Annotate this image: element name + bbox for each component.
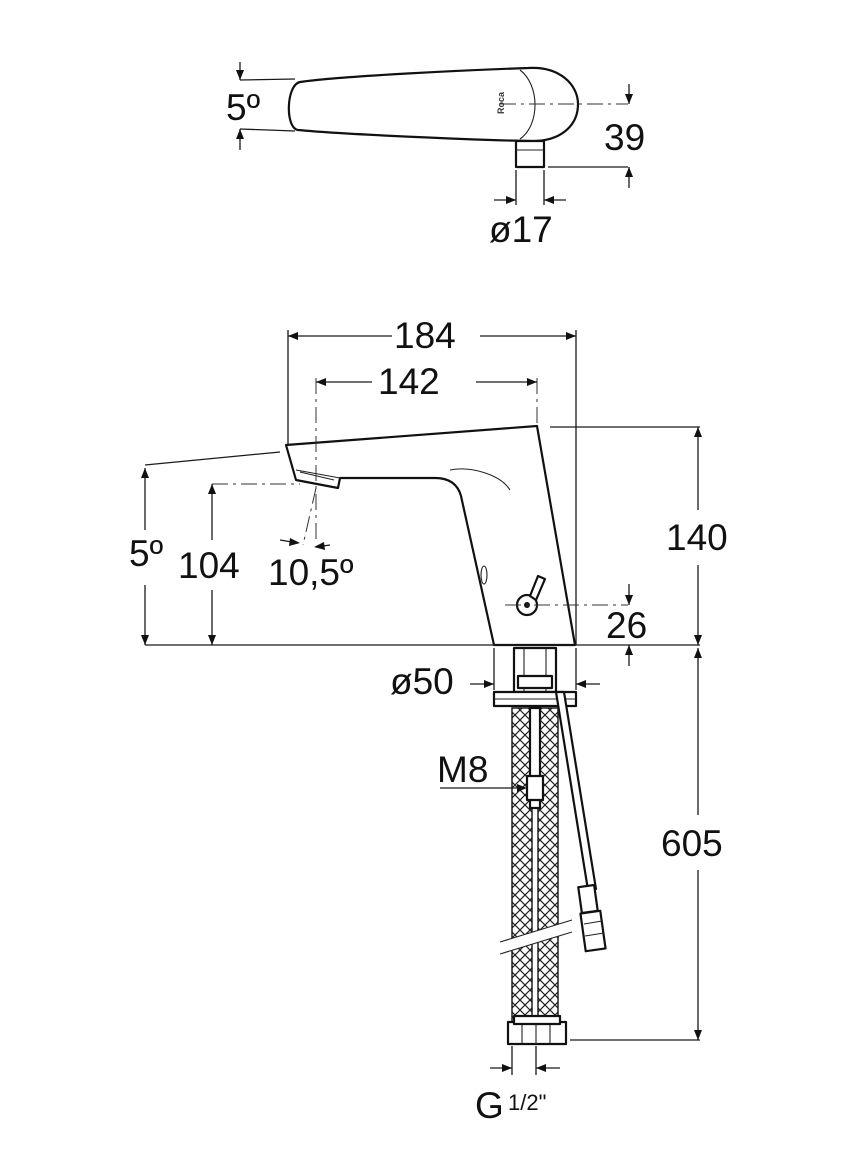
sensor-height-label: 26 <box>606 605 647 646</box>
connection-thread-label: G <box>475 1085 504 1126</box>
spout-width-label: 142 <box>378 361 440 402</box>
hose-length-label: 605 <box>661 823 723 864</box>
top-view-angle-label: 5º <box>226 87 261 128</box>
connection-fraction-label: 1/2" <box>508 1090 546 1115</box>
top-view: Roca 5º 39 ø17 <box>226 62 645 250</box>
side-view: 184 142 140 5º 104 <box>129 315 728 1126</box>
hose-nut <box>506 1020 568 1046</box>
spout-angle-label: 10,5º <box>268 552 354 593</box>
top-view-nozzle <box>514 139 546 169</box>
top-view-height-label: 39 <box>604 117 645 158</box>
side-angle-label: 5º <box>129 533 164 574</box>
sensor-cable <box>554 690 598 892</box>
body-height-label: 140 <box>666 517 728 558</box>
fixing-rod <box>528 706 542 810</box>
top-view-diameter-label: ø17 <box>489 209 553 250</box>
top-view-outline <box>287 66 580 143</box>
rod-thread-label: M8 <box>437 749 488 790</box>
spout-height-label: 104 <box>178 545 240 586</box>
brand-logo: Roca <box>496 91 506 114</box>
base-diameter-label: ø50 <box>390 661 454 702</box>
total-width-label: 184 <box>394 315 456 356</box>
